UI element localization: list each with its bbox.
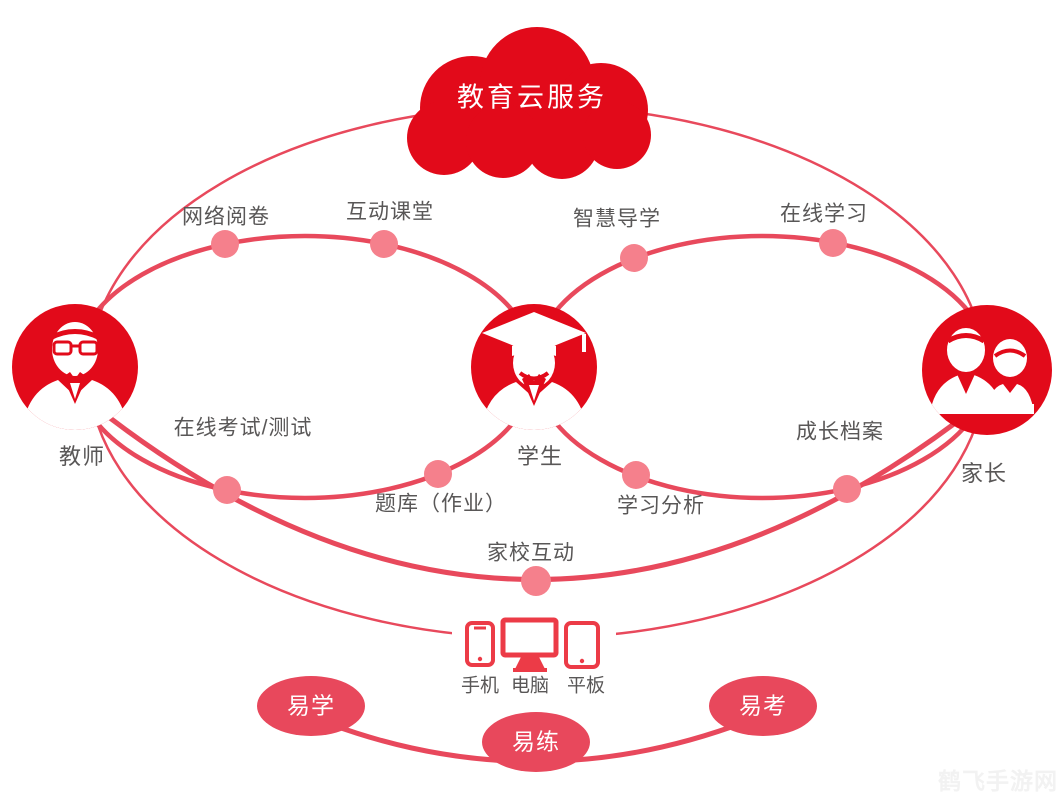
label-online-learning: 在线学习 bbox=[780, 202, 868, 226]
student-avatar bbox=[471, 304, 597, 430]
label-teacher: 教师 bbox=[58, 444, 106, 469]
dot-learning-analysis bbox=[622, 461, 650, 489]
dot-online-learning bbox=[819, 229, 847, 257]
parents-icon bbox=[930, 328, 1034, 414]
label-learning-analysis: 学习分析 bbox=[617, 494, 705, 518]
computer-icon bbox=[500, 617, 559, 672]
service-dots bbox=[211, 229, 861, 596]
feature-bubbles bbox=[257, 676, 817, 772]
label-student: 学生 bbox=[516, 444, 564, 469]
label-online-marking: 网络阅卷 bbox=[182, 205, 270, 229]
dot-online-exam-test bbox=[213, 476, 241, 504]
tablet-icon bbox=[564, 621, 600, 669]
label-phone: 手机 bbox=[460, 675, 500, 697]
teacher-icon bbox=[22, 322, 128, 430]
parent-avatar bbox=[922, 305, 1052, 435]
phone-icon bbox=[465, 621, 495, 667]
dot-smart-guided-learning bbox=[620, 244, 648, 272]
label-tablet: 平板 bbox=[566, 675, 606, 697]
dot-interactive-classroom bbox=[370, 230, 398, 258]
dot-home-school-interaction bbox=[521, 566, 551, 596]
bubble-easy-practice bbox=[482, 712, 590, 772]
bubble-easy-learn bbox=[257, 676, 365, 736]
label-easy-exam: 易考 bbox=[739, 692, 787, 719]
dot-online-marking bbox=[211, 230, 239, 258]
dot-question-bank bbox=[424, 460, 452, 488]
label-easy-learn: 易学 bbox=[287, 692, 335, 719]
label-growth-archive: 成长档案 bbox=[796, 420, 884, 444]
bubble-easy-exam bbox=[709, 676, 817, 736]
label-smart-guided-learning: 智慧导学 bbox=[573, 207, 661, 231]
cloud-title: 教育云服务 bbox=[457, 82, 607, 113]
teacher-student-ring bbox=[72, 233, 538, 501]
dot-growth-archive bbox=[833, 475, 861, 503]
teacher-avatar bbox=[12, 304, 138, 430]
label-online-exam-test: 在线考试/测试 bbox=[173, 416, 313, 440]
label-question-bank: 题库（作业） bbox=[375, 492, 507, 516]
label-interactive-classroom: 互动课堂 bbox=[346, 200, 434, 224]
label-easy-practice: 易练 bbox=[512, 728, 560, 755]
label-computer: 电脑 bbox=[510, 675, 550, 697]
cloud-shape bbox=[407, 27, 651, 179]
student-icon bbox=[481, 312, 587, 430]
label-parent: 家长 bbox=[960, 461, 1008, 486]
device-icons bbox=[465, 617, 600, 672]
watermark: 鹤飞手游网 bbox=[938, 768, 1058, 794]
student-parent-ring bbox=[531, 233, 993, 501]
label-home-school-interaction: 家校互动 bbox=[487, 541, 575, 565]
